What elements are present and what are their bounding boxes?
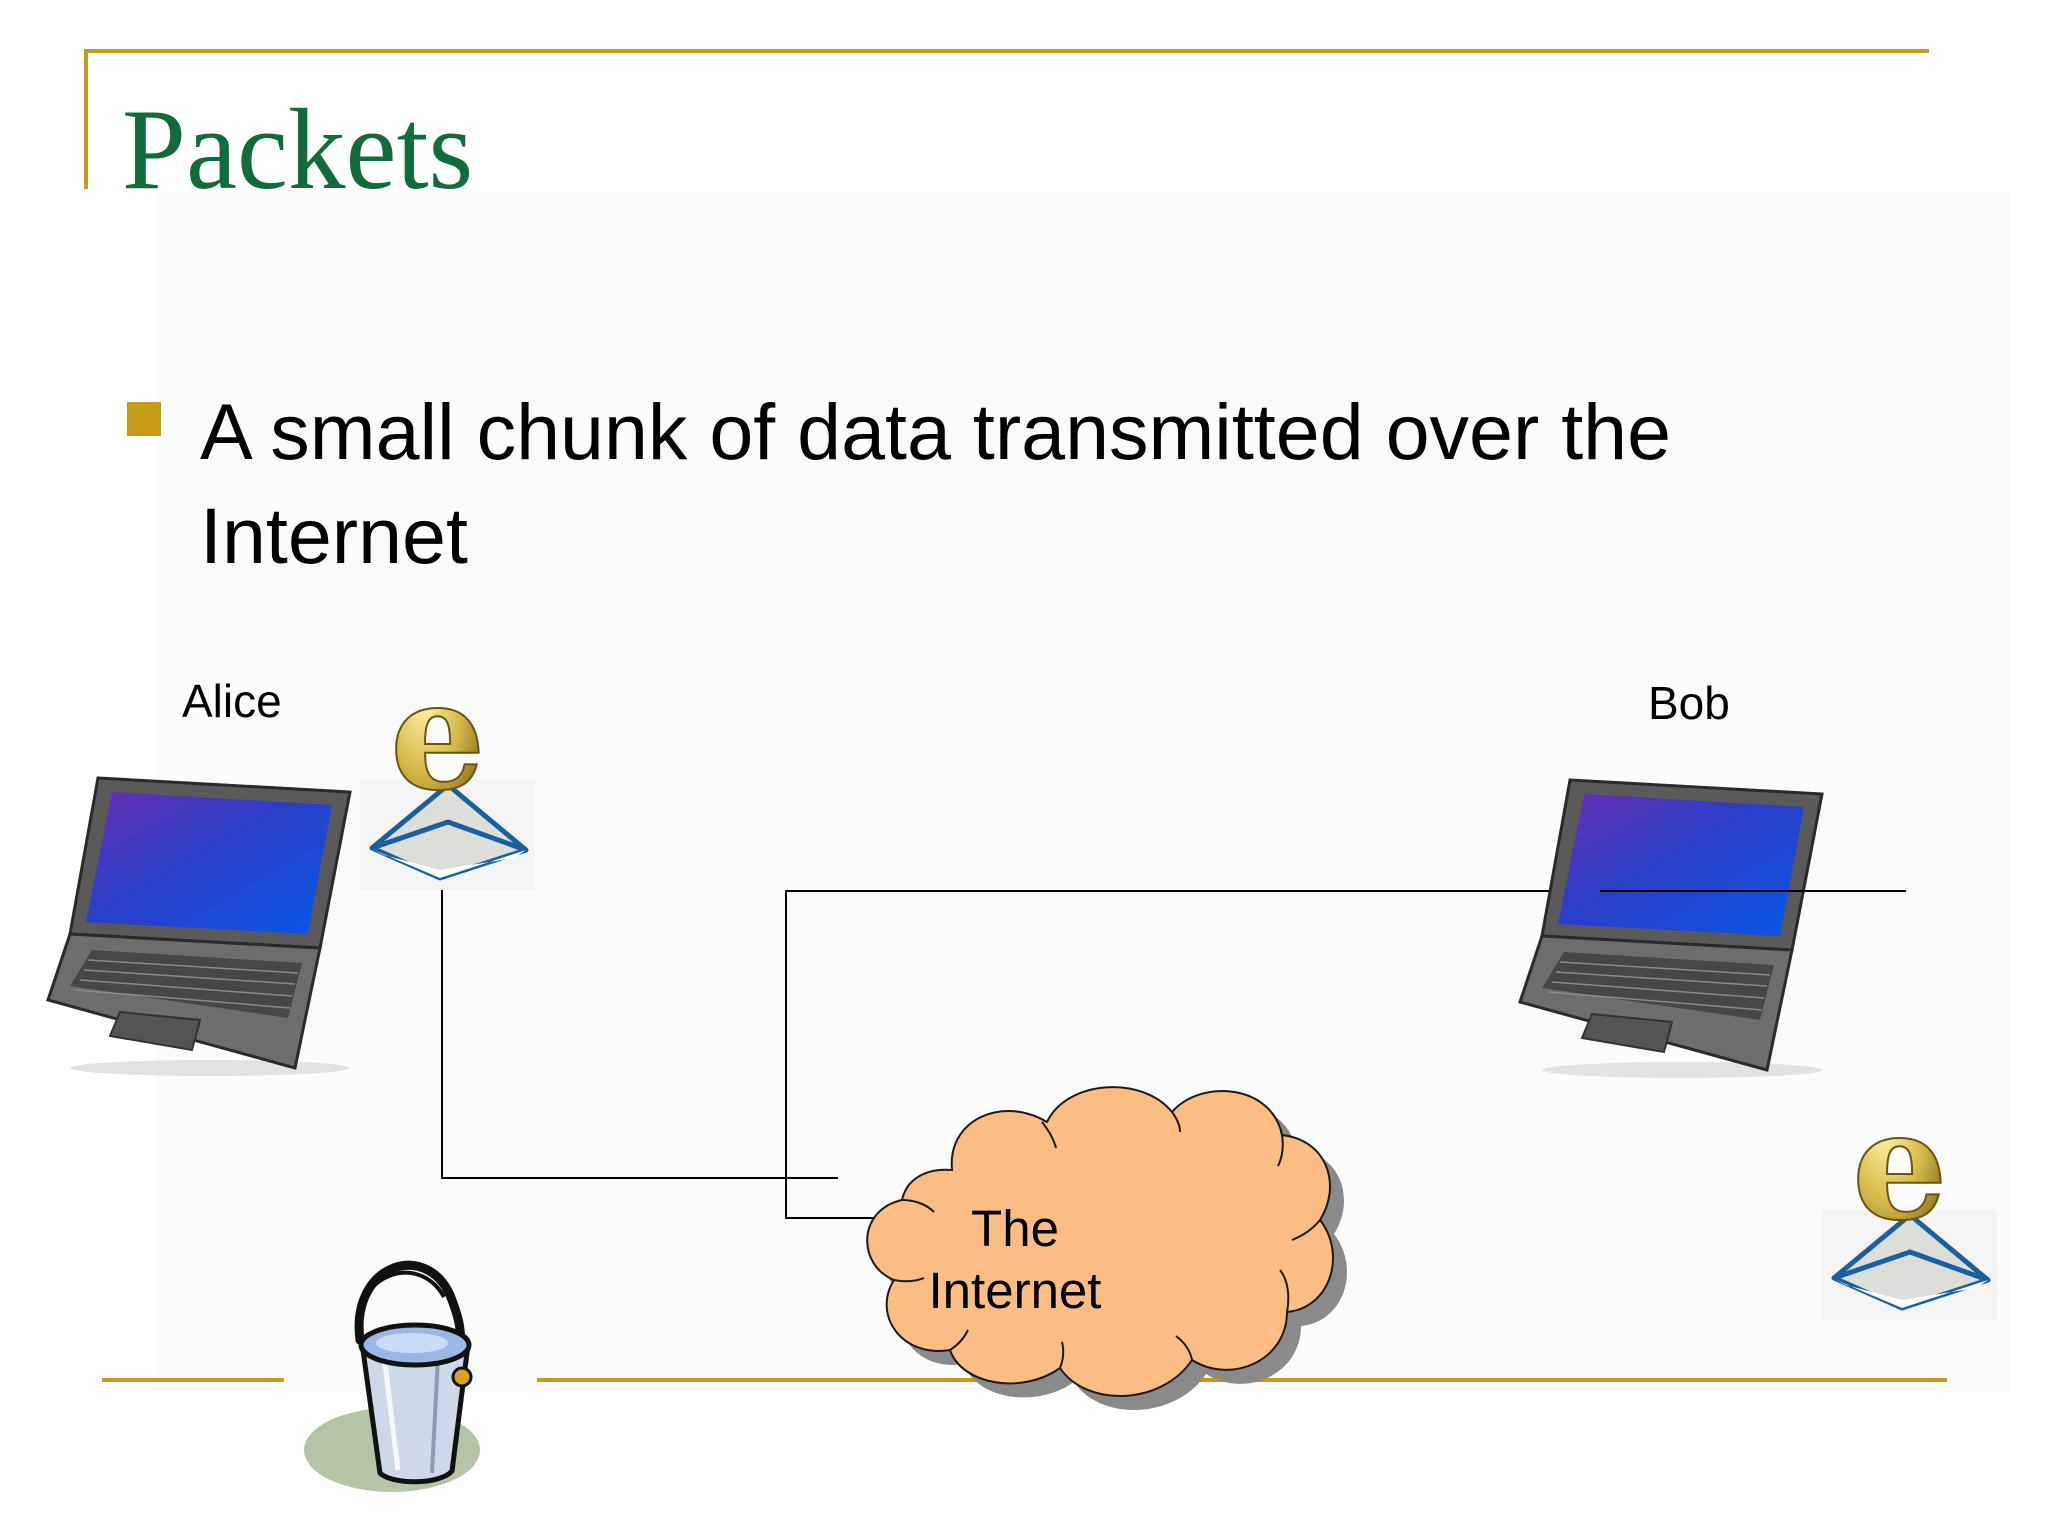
internet-to-bob-line <box>785 890 1906 1219</box>
water-bucket-icon <box>304 1260 480 1492</box>
alice-to-internet-line <box>441 890 838 1179</box>
receiver-line-overlay <box>1600 890 1906 892</box>
email-envelope-icon: e <box>1822 1077 1997 1320</box>
internet-cloud-label-line2: Internet <box>928 1262 1102 1319</box>
laptop-icon <box>1518 778 1824 1078</box>
slide-title: Packets <box>122 86 474 213</box>
alice-label: Alice <box>182 675 282 727</box>
bullet-text: A small chunk of data transmitted over t… <box>200 387 1672 580</box>
svg-text:e: e <box>1852 1078 1947 1254</box>
internet-cloud-icon <box>866 1086 1348 1411</box>
bottom-rule-left <box>102 1378 284 1382</box>
bullet-marker <box>127 402 161 436</box>
bob-label: Bob <box>1648 677 1730 729</box>
internet-cloud-label-line1: The <box>971 1200 1059 1257</box>
top-rule <box>84 49 1929 53</box>
left-rule <box>84 49 88 189</box>
email-envelope-icon: e <box>360 647 535 890</box>
laptop-icon <box>46 776 352 1076</box>
internet-cloud-label: The Internet <box>900 1198 1130 1322</box>
svg-text:e: e <box>390 648 485 824</box>
